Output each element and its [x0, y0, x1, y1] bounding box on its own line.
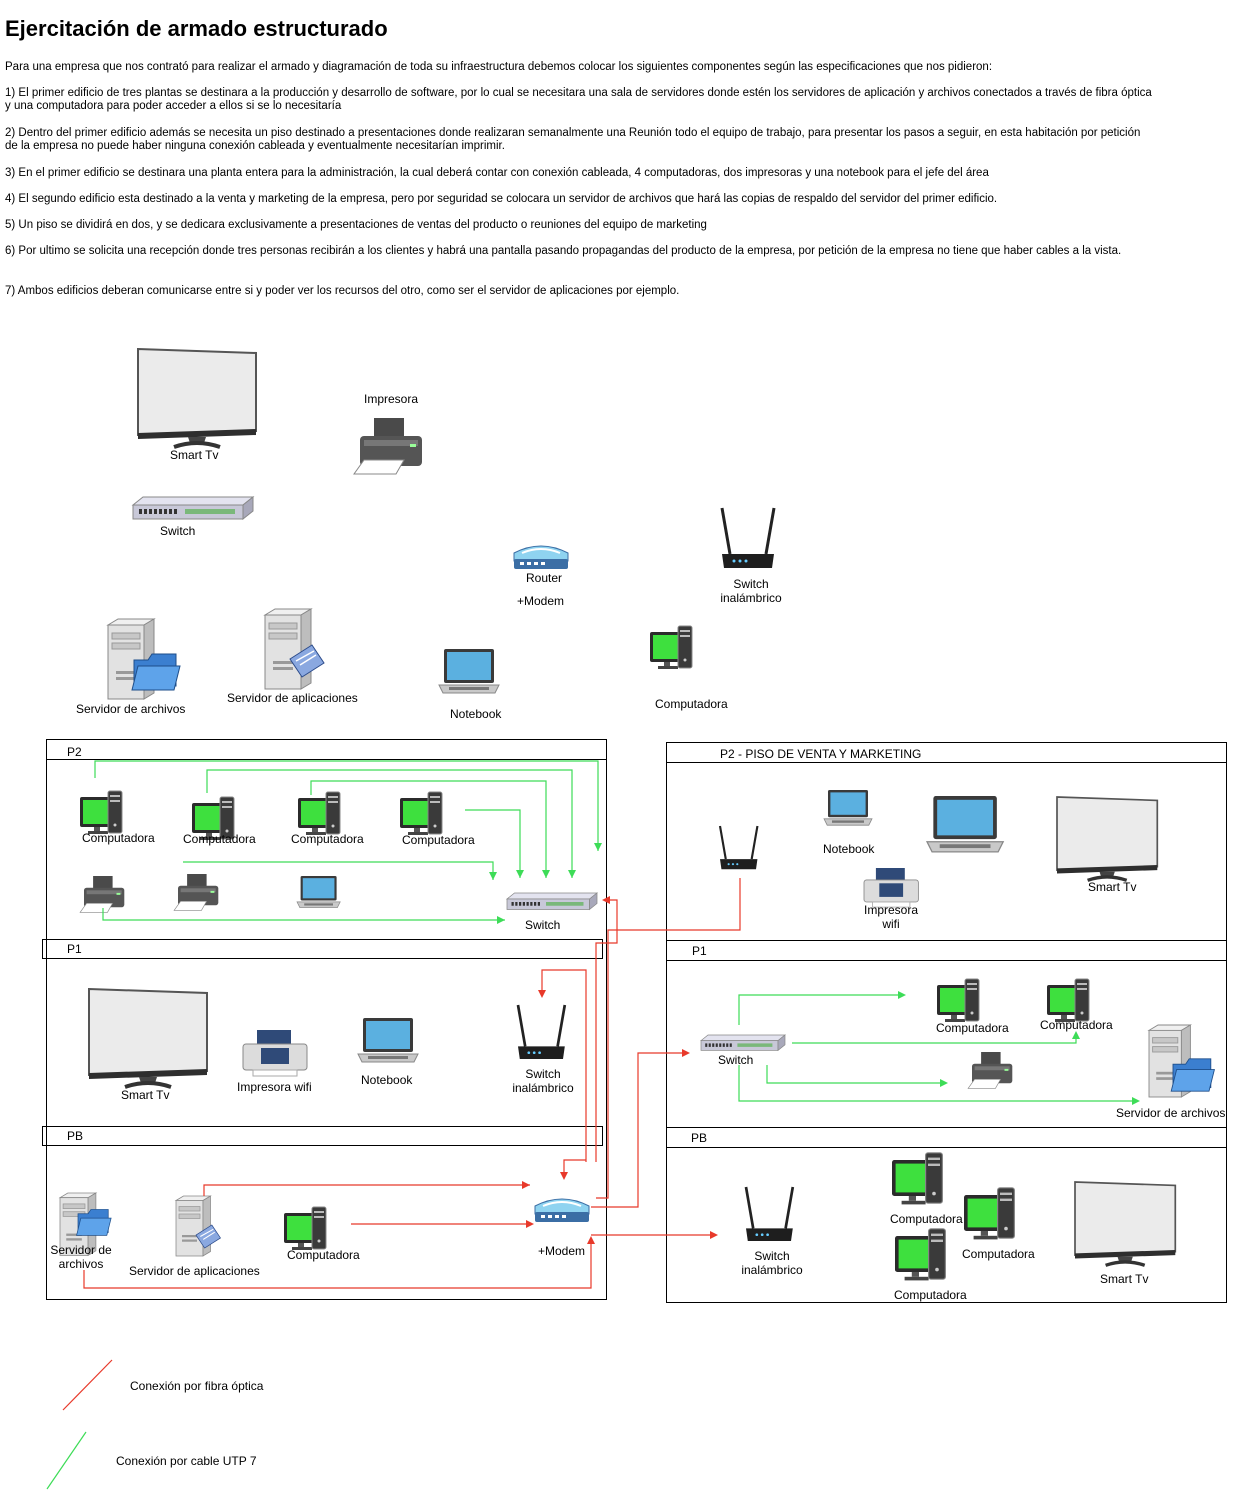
palette-app-server-icon: [264, 608, 312, 690]
palette-notebook-icon: [438, 648, 500, 694]
palette-modem-label: +Modem: [517, 594, 565, 608]
b1-p2-computer-icon-4: [399, 791, 443, 836]
b2-p2-header: P2 - PISO DE VENTA Y MARKETING: [720, 747, 922, 761]
b1-pb-computer-label: Computadora: [287, 1248, 360, 1262]
b2-pb-computer-icon-3: [894, 1228, 947, 1282]
b1-p1-header: P1: [67, 942, 82, 956]
b2-p2-notebook-icon-small: [823, 789, 873, 826]
b2-p2-wireless-switch-icon: [718, 824, 759, 871]
palette-switch-icon: [132, 496, 254, 520]
page-title: Ejercitación de armado estructurado: [5, 16, 388, 41]
b2-pb-wireless-switch-label: Switch inalámbrico: [741, 1249, 803, 1277]
palette-app-server-label: Servidor de aplicaciones: [227, 691, 358, 705]
b1-p1-wireless-switch-icon: [516, 1003, 567, 1061]
requirement-3: 3) En el primer edificio se destinara un…: [5, 167, 989, 179]
b1-p1-wifi-printer-icon: [242, 1029, 308, 1077]
palette-printer-icon: [353, 417, 423, 475]
palette-wireless-switch-icon: [720, 506, 776, 570]
b1-p1-notebook-icon: [357, 1017, 419, 1063]
requirement-5: 5) Un piso se dividirá en dos, y se dedi…: [5, 219, 707, 231]
b2-p2-wifi-printer-label: Impresora wifi: [863, 903, 919, 931]
requirement-6: 6) Por ultimo se solicita una recepción …: [5, 245, 1122, 257]
b2-p2-notebook-label: Notebook: [823, 842, 875, 856]
fiber-links: [83, 878, 741, 1289]
b1-pb-router-icon: [534, 1198, 590, 1223]
palette-router-icon: [513, 545, 569, 570]
b2-p1-file-server-label: Servidor de archivos: [1116, 1106, 1226, 1120]
b2-p2-smart-tv-icon: [1055, 795, 1160, 882]
b2-pb-header: PB: [691, 1131, 708, 1145]
requirement-2: 2) Dentro del primer edificio además se …: [5, 127, 1141, 152]
b1-pb-computer-icon: [283, 1206, 327, 1251]
b1-p2-printer-icon-1: [79, 875, 125, 913]
b2-p1-switch-icon: [700, 1034, 786, 1051]
b1-p2-switch-label: Switch: [525, 918, 561, 932]
palette-router-label: Router: [526, 571, 563, 585]
b2-pb-computer-label-2: Computadora: [962, 1247, 1035, 1261]
b1-pb-modem-label: +Modem: [538, 1244, 586, 1258]
b2-p1-computer-label-2: Computadora: [1040, 1018, 1113, 1032]
b1-pb-app-server-label: Servidor de aplicaciones: [129, 1264, 260, 1278]
b1-p2-notebook-icon: [296, 875, 341, 909]
b2-p1-switch-label: Switch: [718, 1053, 754, 1067]
requirement-1: 1) El primer edificio de tres plantas se…: [5, 87, 1152, 112]
b1-p2-computer-icon-1: [79, 790, 123, 835]
building-2-frames: [666, 742, 1227, 1303]
b2-p1-header: P1: [692, 944, 707, 958]
b1-p2-switch-icon: [506, 892, 598, 910]
b1-p1-wifi-printer-label: Impresora wifi: [237, 1080, 312, 1094]
building-1-frames: [42, 739, 607, 1300]
b2-pb-computer-icon-1: [891, 1152, 944, 1206]
b1-p2-computer-label-1: Computadora: [82, 831, 155, 845]
b1-pb-header: PB: [67, 1129, 84, 1143]
b1-p1-wireless-switch-label: Switch inalámbrico: [512, 1067, 574, 1095]
palette-wireless-switch-label: Switch inalámbrico: [720, 577, 782, 605]
utp-arrowheads-b2-p1: [898, 991, 1140, 1105]
b1-p2-header: P2: [67, 745, 82, 759]
b1-p2-computer-label-4: Computadora: [402, 833, 475, 847]
b1-pb-file-server-label: Servidor de archivos: [50, 1243, 112, 1271]
b1-p1-notebook-label: Notebook: [361, 1073, 413, 1087]
palette-smart-tv-label: Smart Tv: [170, 448, 219, 462]
legend-utp-line: [46, 1431, 87, 1490]
b1-p2-printer-icon-2: [173, 873, 219, 911]
b1-p1-smart-tv-icon: [87, 987, 209, 1089]
palette-smart-tv-icon: [136, 347, 258, 449]
b2-p2-smart-tv-label: Smart Tv: [1088, 880, 1137, 894]
b1-p2-computer-icon-3: [297, 791, 341, 836]
intro-text: Para una empresa que nos contrató para r…: [5, 61, 993, 73]
b2-p1-computer-label-1: Computadora: [936, 1021, 1009, 1035]
b2-pb-smart-tv-icon: [1073, 1180, 1178, 1268]
b2-pb-wireless-switch-icon: [744, 1185, 795, 1243]
b1-p2-computer-label-3: Computadora: [291, 832, 364, 846]
palette-computer-label: Computadora: [655, 697, 728, 711]
palette-switch-label: Switch: [160, 524, 196, 538]
utp-links-b1-p2: [94, 760, 599, 921]
b2-p2-notebook-icon-large: [926, 795, 1004, 853]
b2-p1-computer-icon-2: [1046, 978, 1090, 1023]
palette-printer-label: Impresora: [364, 392, 419, 406]
fiber-link-modem-switch: [563, 1159, 586, 1176]
palette-notebook-label: Notebook: [450, 707, 502, 721]
b2-p2-wifi-printer-icon: [863, 867, 919, 908]
legend-fiber-line: [62, 1359, 113, 1411]
b2-p1-computer-icon-1: [936, 978, 980, 1023]
b2-p1-printer-icon: [967, 1051, 1013, 1089]
utp-arrowheads-b1-p2: [489, 843, 602, 924]
b2-pb-smart-tv-label: Smart Tv: [1100, 1272, 1149, 1286]
palette-file-server-label: Servidor de archivos: [76, 702, 186, 716]
b2-pb-computer-label-3: Computadora: [894, 1288, 967, 1302]
b1-p1-smart-tv-label: Smart Tv: [121, 1088, 170, 1102]
b2-pb-computer-label-1: Computadora: [890, 1212, 963, 1226]
requirement-7: 7) Ambos edificios deberan comunicarse e…: [5, 285, 680, 297]
legend-utp-label: Conexión por cable UTP 7: [116, 1454, 257, 1468]
requirement-4: 4) El segundo edificio esta destinado a …: [5, 193, 998, 205]
legend-fiber-label: Conexión por fibra óptica: [130, 1379, 264, 1393]
palette-computer-icon: [649, 625, 693, 670]
b2-pb-computer-icon-2: [963, 1187, 1016, 1241]
b1-p2-computer-label-2: Computadora: [183, 832, 256, 846]
